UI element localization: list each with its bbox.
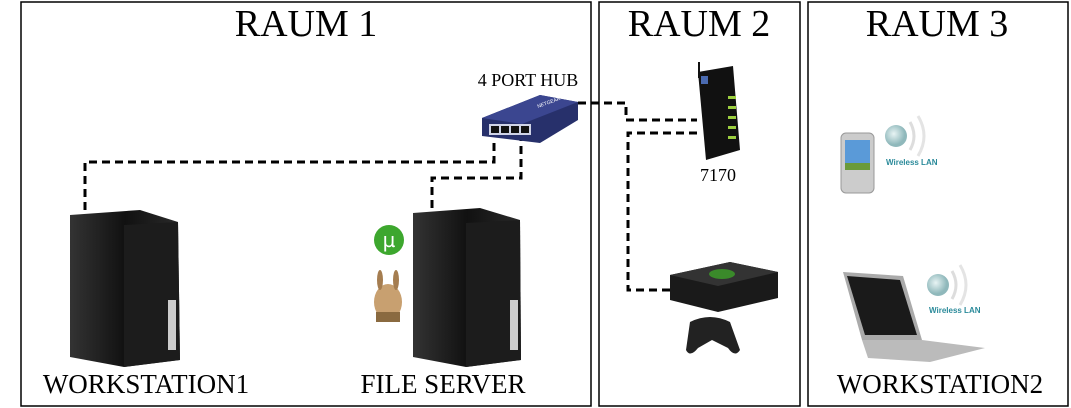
pda-wireless-label: Wireless LAN bbox=[886, 158, 938, 167]
room-3: RAUM 3 bbox=[807, 1, 1069, 407]
utorrent-icon bbox=[374, 225, 404, 255]
file-server-label: FILE SERVER bbox=[360, 369, 525, 399]
wireless-icon bbox=[927, 264, 968, 306]
cable-fileserver-hub bbox=[430, 138, 523, 208]
router-device: 7170 bbox=[698, 62, 740, 185]
emule-icon bbox=[374, 270, 402, 322]
xbox-controller bbox=[686, 317, 740, 354]
cable-hub-router bbox=[578, 101, 697, 122]
pda-device: Wireless LAN bbox=[840, 115, 938, 194]
cable-workstation1-hub bbox=[83, 138, 496, 210]
hub-device: 4 PORT HUB NETGEAR bbox=[478, 70, 579, 143]
room-1: RAUM 1 bbox=[20, 1, 592, 407]
room-1-title: RAUM 1 bbox=[235, 3, 378, 45]
file-server-tower: µ FILE SERVER bbox=[360, 208, 526, 399]
laptop-wireless-label: Wireless LAN bbox=[929, 306, 981, 315]
workstation2-label: WORKSTATION2 bbox=[837, 369, 1043, 399]
workstation1-tower: WORKSTATION1 bbox=[43, 210, 249, 399]
hub-label: 4 PORT HUB bbox=[478, 70, 579, 90]
room-2-title: RAUM 2 bbox=[628, 3, 771, 45]
cable-router-xbox bbox=[626, 131, 697, 292]
workstation2-laptop: Wireless LAN WORKSTATION2 bbox=[837, 264, 1043, 399]
room-2: RAUM 2 bbox=[598, 1, 801, 407]
workstation1-label: WORKSTATION1 bbox=[43, 369, 249, 399]
svg-text:µ: µ bbox=[383, 228, 396, 252]
router-label: 7170 bbox=[700, 165, 736, 185]
room-3-title: RAUM 3 bbox=[866, 3, 1009, 45]
xbox-console bbox=[670, 262, 778, 354]
wireless-icon bbox=[885, 115, 926, 157]
